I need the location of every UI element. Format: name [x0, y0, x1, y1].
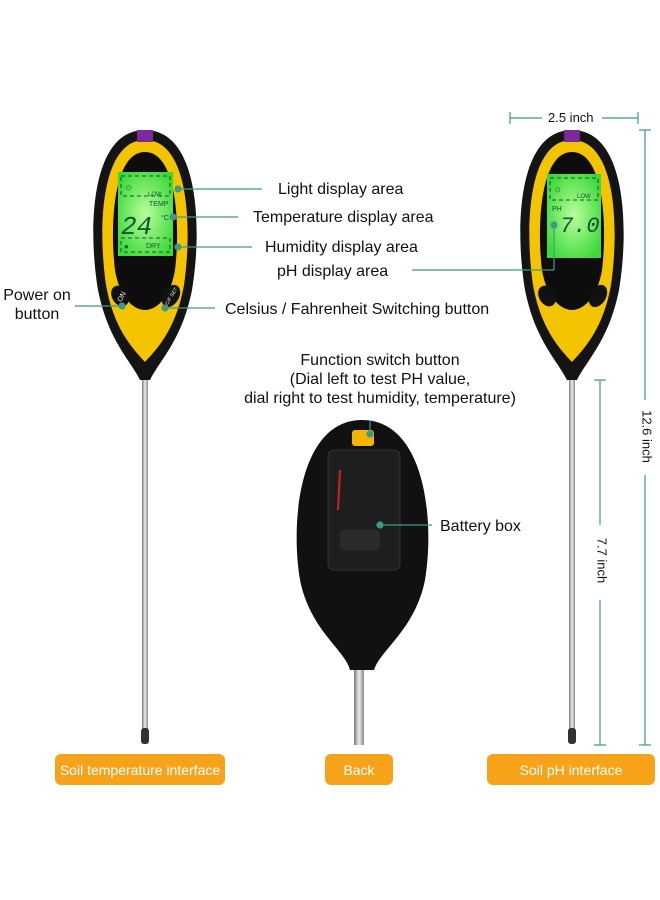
label-temperature-display: Temperature display area	[253, 209, 434, 226]
dimension-height: 12.6 inch	[639, 410, 655, 463]
lcd-screen	[118, 172, 173, 256]
label-celsius-switch: Celsius / Fahrenheit Switching button	[225, 301, 490, 318]
water-drop-icon: ●	[124, 242, 129, 251]
on-button	[111, 285, 129, 307]
lcd-unit: °C	[161, 214, 169, 222]
lcd-ph-text: PH	[552, 206, 562, 213]
sun-icon: ☼	[124, 182, 133, 193]
label-humidity-display: Humidity display area	[265, 239, 418, 256]
dimension-lines	[509, 112, 651, 746]
dimension-probe: 7.7 inch	[594, 537, 610, 584]
label-light-display: Light display area	[278, 181, 404, 198]
front-device-ph: ☼ LOW PH 7.0	[520, 130, 624, 744]
front-device-temperature: ☼ LOW TEMP 24 °C ● DRY ON C/F SET	[93, 130, 197, 744]
lcd-ph-value: 7.0	[560, 214, 600, 239]
label-line: (Dial left to test PH value,	[289, 371, 471, 388]
cf-set-button	[588, 284, 608, 308]
soil-temperature-interface-button[interactable]: Soil temperature interface	[55, 754, 225, 785]
probe-rod	[569, 370, 575, 742]
lcd-temperature-value: 24	[121, 212, 152, 242]
label-battery-box: Battery box	[440, 518, 521, 535]
label-function-switch: Function switch button (Dial left to tes…	[240, 351, 520, 408]
sun-icon: ☼	[553, 184, 562, 195]
label-ph-display: pH display area	[277, 263, 389, 280]
lcd-screen	[547, 174, 601, 258]
on-button	[538, 285, 556, 307]
leader-lines	[75, 185, 558, 529]
cf-set-button	[161, 284, 181, 308]
lcd-temp-text: TEMP	[149, 201, 169, 208]
label-line: dial right to test humidity, temperature…	[244, 390, 516, 407]
lcd-low-text: LOW	[148, 192, 162, 198]
back-device	[296, 420, 429, 745]
label-line: Power on	[3, 287, 71, 304]
back-button[interactable]: Back	[325, 754, 393, 785]
probe-rod	[142, 370, 148, 742]
label-line: button	[14, 306, 60, 323]
sensor-window	[137, 130, 153, 142]
label-line: Function switch button	[300, 352, 460, 369]
lcd-low-text: LOW	[577, 194, 591, 200]
lcd-dry-text: DRY	[146, 243, 161, 250]
dimension-width: 2.5 inch	[548, 110, 594, 125]
probe-tip	[141, 728, 149, 744]
on-button-label: ON	[117, 291, 128, 304]
soil-ph-interface-button[interactable]: Soil pH interface	[487, 754, 655, 785]
label-power-button: Power on button	[0, 286, 74, 324]
